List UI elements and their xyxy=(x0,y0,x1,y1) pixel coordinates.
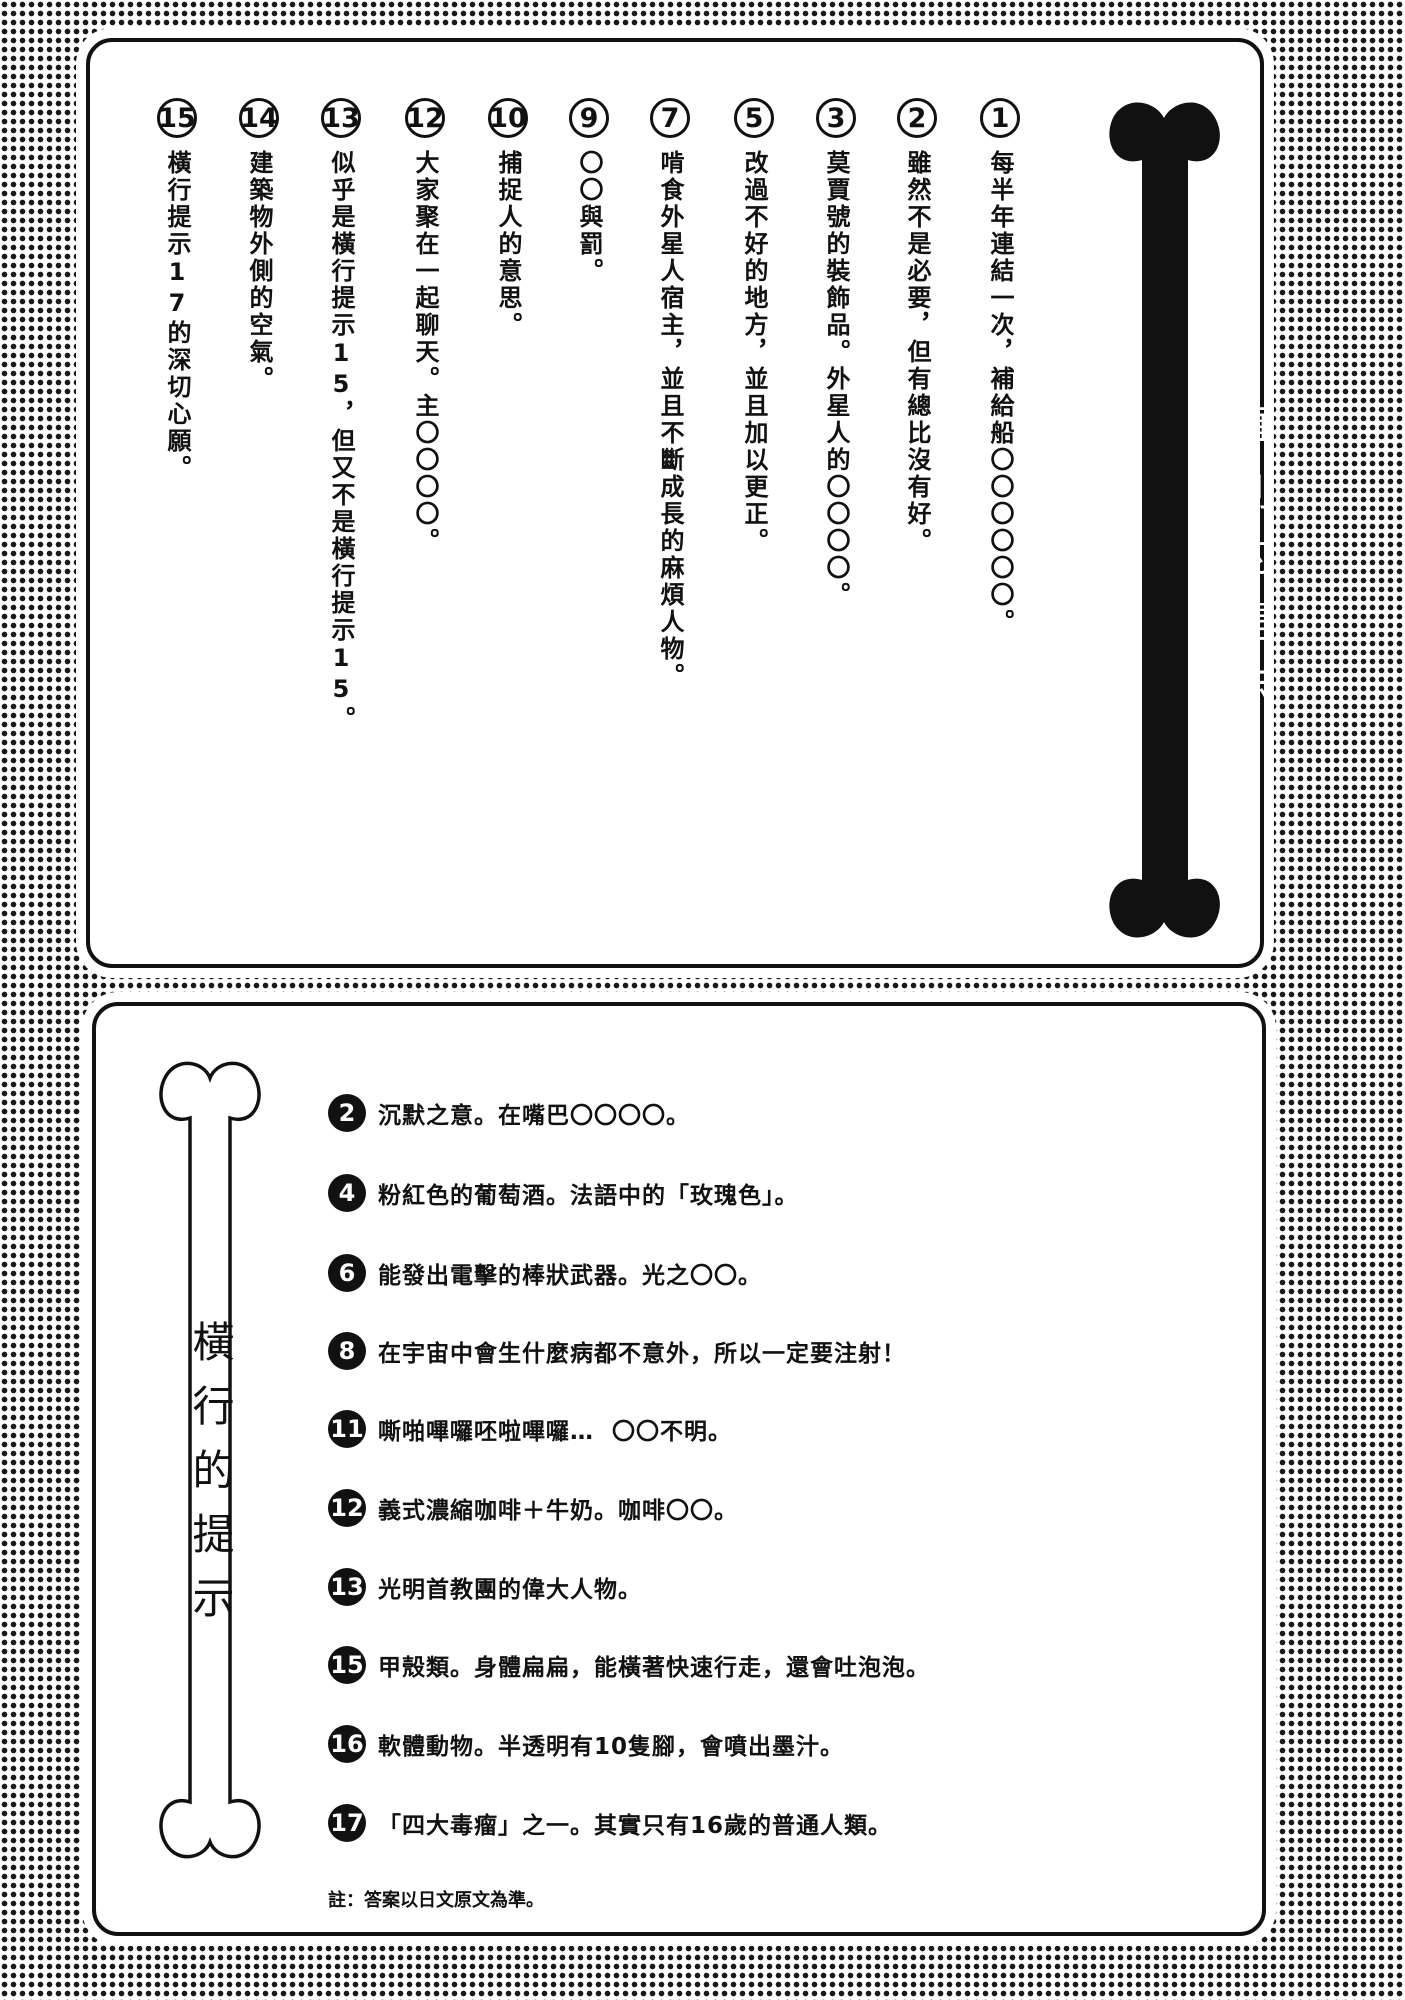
across-clue-13: 13 光明首教團的偉大人物。 xyxy=(328,1567,642,1607)
clue-text: 啃食外星人宿主，並且不斷成長的麻煩人物。 xyxy=(656,150,684,690)
clue-number: 2 xyxy=(328,1094,366,1132)
clue-text: 在宇宙中會生什麼病都不意外，所以一定要注射！ xyxy=(378,1341,906,1367)
answer-note: 註：答案以日文原文為準。 xyxy=(328,1890,544,1911)
across-clue-17: 17 「四大毒瘤」之一。其實只有16歲的普通人類。 xyxy=(328,1803,892,1843)
clue-number: 15 xyxy=(157,98,197,138)
down-clue-13: 13 似乎是橫行提示15，但又不是橫行提示15。 xyxy=(318,98,364,733)
clue-number: 6 xyxy=(328,1254,366,1292)
down-clue-7: 7 啃食外星人宿主，並且不斷成長的麻煩人物。 xyxy=(647,98,693,690)
down-clue-5: 5 改過不好的地方，並且加以更正。 xyxy=(731,98,777,555)
clue-number: 12 xyxy=(328,1489,366,1527)
bone-icon-white xyxy=(159,1061,261,1859)
clue-text: 義式濃縮咖啡＋牛奶。咖啡〇〇。 xyxy=(378,1498,738,1524)
down-clue-9: 9 〇〇與罰。 xyxy=(566,98,612,285)
across-clue-12: 12 義式濃縮咖啡＋牛奶。咖啡〇〇。 xyxy=(328,1488,738,1528)
clue-number: 17 xyxy=(328,1804,366,1842)
clue-number: 5 xyxy=(734,98,774,138)
clue-number: 8 xyxy=(328,1332,366,1370)
clue-text: 能發出電擊的棒狀武器。光之〇〇。 xyxy=(378,1263,762,1289)
down-clue-14: 14 建築物外側的空氣。 xyxy=(236,98,282,393)
clue-text: 改過不好的地方，並且加以更正。 xyxy=(740,150,768,555)
down-clue-1: 1 每半年連結一次，補給船〇〇〇〇〇〇。 xyxy=(977,98,1023,636)
clue-text: 似乎是橫行提示15，但又不是橫行提示15。 xyxy=(327,150,355,733)
down-clues-panel: 直列的提示 1 每半年連結一次，補給船〇〇〇〇〇〇。 2 雖然不是必要，但有總比… xyxy=(86,38,1273,968)
clue-number: 15 xyxy=(328,1646,366,1684)
clue-number: 16 xyxy=(328,1725,366,1763)
clue-text: 「四大毒瘤」之一。其實只有16歲的普通人類。 xyxy=(378,1813,893,1839)
across-clue-6: 6 能發出電擊的棒狀武器。光之〇〇。 xyxy=(328,1253,762,1293)
bone-icon-black xyxy=(1109,102,1220,938)
across-clue-4: 4 粉紅色的葡萄酒。法語中的「玫瑰色」。 xyxy=(328,1173,799,1213)
clue-number: 14 xyxy=(239,98,279,138)
clue-text: 光明首教團的偉大人物。 xyxy=(378,1577,642,1603)
clue-number: 13 xyxy=(321,98,361,138)
across-clue-11: 11 嘶啪嗶囉呸啦嗶囉… 〇〇不明。 xyxy=(328,1409,732,1449)
clue-number: 11 xyxy=(328,1410,366,1448)
clue-text: 嘶啪嗶囉呸啦嗶囉… 〇〇不明。 xyxy=(378,1419,733,1445)
clue-number: 4 xyxy=(328,1174,366,1212)
clue-number: 7 xyxy=(650,98,690,138)
clue-text: 橫行提示17的深切心願。 xyxy=(163,150,191,482)
clue-number: 13 xyxy=(328,1568,366,1606)
across-clue-8: 8 在宇宙中會生什麼病都不意外，所以一定要注射！ xyxy=(328,1331,906,1371)
down-clues-title: 直列的提示 xyxy=(1224,402,1273,732)
clue-text: 粉紅色的葡萄酒。法語中的「玫瑰色」。 xyxy=(378,1183,799,1209)
clue-text: 莫賈號的裝飾品。外星人的〇〇〇〇。 xyxy=(822,150,850,609)
across-clue-16: 16 軟體動物。半透明有10隻腳，會噴出墨汁。 xyxy=(328,1724,844,1764)
clue-number: 9 xyxy=(569,98,609,138)
clue-text: 甲殼類。身體扁扁，能橫著快速行走，還會吐泡泡。 xyxy=(378,1655,930,1681)
clue-number: 12 xyxy=(405,98,445,138)
down-clue-15: 15 橫行提示17的深切心願。 xyxy=(154,98,200,482)
clue-text: 沉默之意。在嘴巴〇〇〇〇。 xyxy=(378,1103,690,1129)
clue-number: 3 xyxy=(816,98,856,138)
clue-text: 每半年連結一次，補給船〇〇〇〇〇〇。 xyxy=(986,150,1014,636)
clue-text: 〇〇與罰。 xyxy=(575,150,603,285)
clue-text: 捕捉人的意思。 xyxy=(494,150,522,339)
down-clue-12: 12 大家聚在一起聊天。主〇〇〇〇。 xyxy=(402,98,448,555)
clue-text: 大家聚在一起聊天。主〇〇〇〇。 xyxy=(411,150,439,555)
clue-text: 雖然不是必要，但有總比沒有好。 xyxy=(903,150,931,555)
down-clue-2: 2 雖然不是必要，但有總比沒有好。 xyxy=(894,98,940,555)
down-clue-3: 3 莫賈號的裝飾品。外星人的〇〇〇〇。 xyxy=(813,98,859,609)
across-clue-15: 15 甲殼類。身體扁扁，能橫著快速行走，還會吐泡泡。 xyxy=(328,1645,930,1685)
clue-number: 1 xyxy=(980,98,1020,138)
across-clues-title: 橫行的提示 xyxy=(186,1320,235,1640)
across-clues-panel xyxy=(92,1002,1266,1936)
clue-text: 軟體動物。半透明有10隻腳，會噴出墨汁。 xyxy=(378,1734,845,1760)
across-clue-2: 2 沉默之意。在嘴巴〇〇〇〇。 xyxy=(328,1093,690,1133)
clue-number: 2 xyxy=(897,98,937,138)
down-clue-10: 10 捕捉人的意思。 xyxy=(485,98,531,339)
clue-text: 建築物外側的空氣。 xyxy=(245,150,273,393)
clue-number: 10 xyxy=(488,98,528,138)
